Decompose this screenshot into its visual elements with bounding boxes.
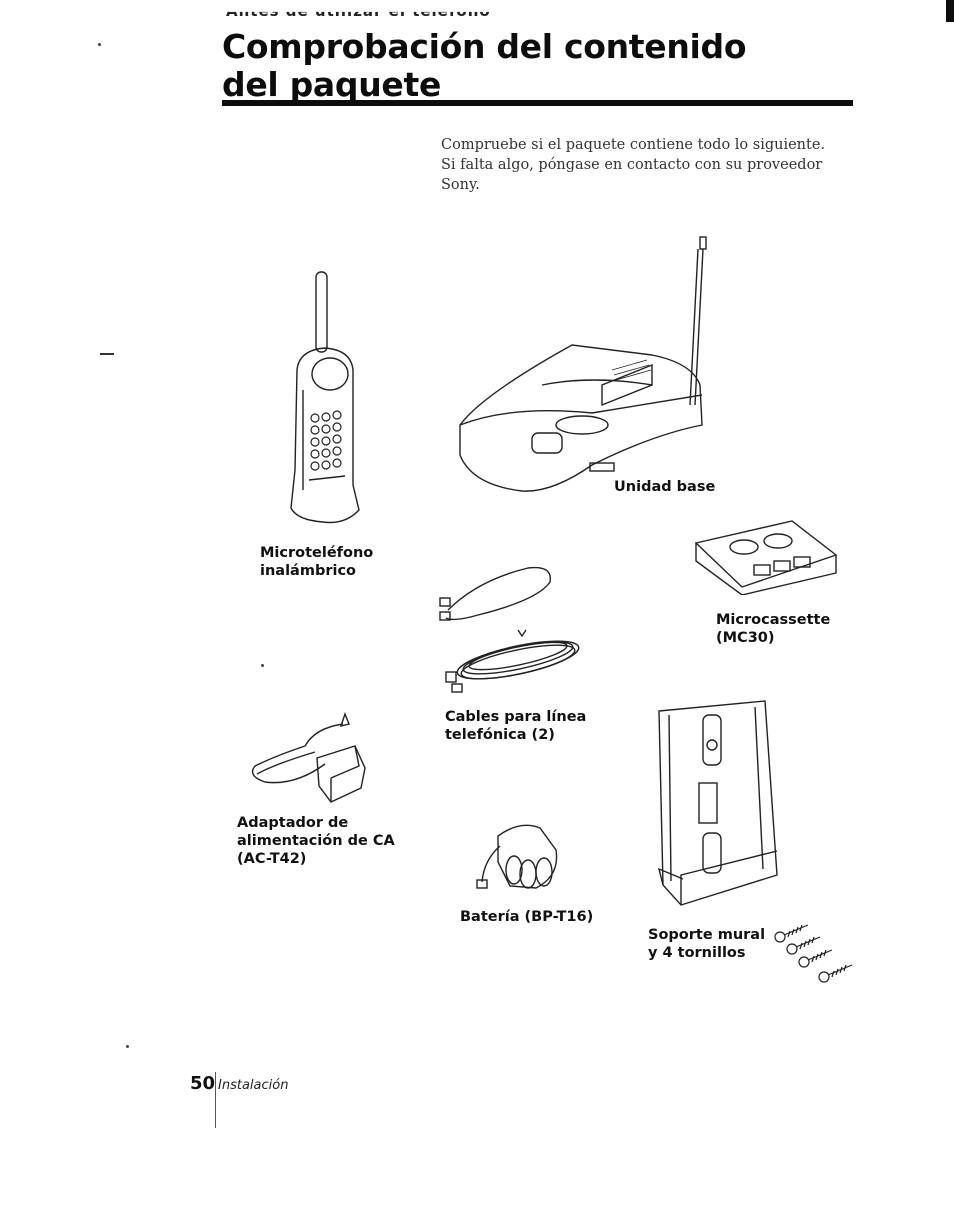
caption-cables: Cables para línea telefónica (2) xyxy=(445,709,587,743)
footer-rule xyxy=(215,1072,216,1128)
speck xyxy=(126,1045,129,1048)
page-edge-marker xyxy=(946,0,954,22)
caption-wall-bracket: Soporte mural y 4 tornillos xyxy=(648,927,766,961)
handset-illustration xyxy=(285,270,365,530)
caption-handset: Microteléfono inalámbrico xyxy=(260,545,374,579)
caption-base-unit: Unidad base xyxy=(614,479,716,495)
adapter-illustration xyxy=(245,706,375,806)
page-number: 50 xyxy=(190,1073,216,1094)
caption-adapter: Adaptador de alimentación de CA (AC-T42) xyxy=(237,815,395,867)
page-title: Comprobación del contenido del paquete xyxy=(222,28,782,104)
footer-section: Instalación xyxy=(218,1078,289,1093)
title-rule xyxy=(222,100,853,106)
speck xyxy=(100,353,114,355)
intro-paragraph: Compruebe si el paquete contiene todo lo… xyxy=(441,137,826,193)
speck xyxy=(98,43,101,46)
running-head: Antes de utilizar el teléfono xyxy=(226,2,491,20)
caption-battery: Batería (BP-T16) xyxy=(460,909,594,925)
battery-illustration xyxy=(470,816,570,896)
base-unit-illustration xyxy=(452,235,722,497)
cables-illustration xyxy=(438,560,588,695)
caption-microcassette: Microcassette (MC30) xyxy=(716,612,831,646)
speck xyxy=(261,664,264,667)
page-title-text: Comprobación del contenido del paquete xyxy=(222,27,747,104)
wall-bracket-illustration xyxy=(655,693,785,915)
microcassette-illustration xyxy=(692,515,842,595)
screws-illustration xyxy=(774,915,864,990)
